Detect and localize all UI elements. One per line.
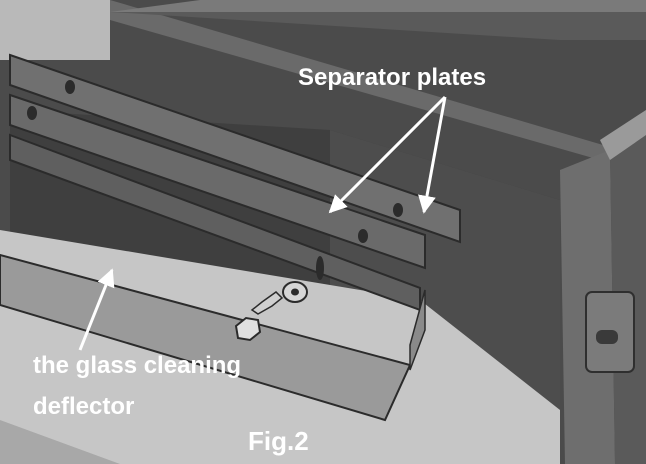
arrow-to-deflector (78, 268, 115, 351)
separator-plates-label: Separator plates (298, 64, 487, 91)
arrow-to-separator-upper (418, 96, 447, 214)
bolt-shaft (250, 291, 284, 315)
plate-hole (27, 106, 37, 120)
plate-hole (65, 80, 75, 94)
deflector-bend (409, 289, 426, 371)
top-frame-bar (110, 12, 646, 40)
side-frame-top (600, 110, 646, 160)
floor-shadow (0, 420, 120, 464)
separator-plate-lower (9, 93, 426, 270)
top-frame-edge (110, 0, 646, 12)
corner-panel (0, 0, 110, 60)
bolt-head (234, 316, 262, 342)
top-frame-rail (40, 0, 620, 160)
deflector-label-line2: deflector (33, 393, 135, 420)
arrow-to-separator-lower (328, 95, 447, 214)
deflector-slot (316, 256, 324, 280)
side-bracket-slot (596, 330, 618, 344)
plate-hole (393, 203, 403, 217)
washer-hole (291, 288, 299, 296)
plate-hole (358, 229, 368, 243)
deflector-label-line1: the glass cleaning (33, 352, 242, 379)
figure-caption: Fig.2 (248, 426, 309, 456)
